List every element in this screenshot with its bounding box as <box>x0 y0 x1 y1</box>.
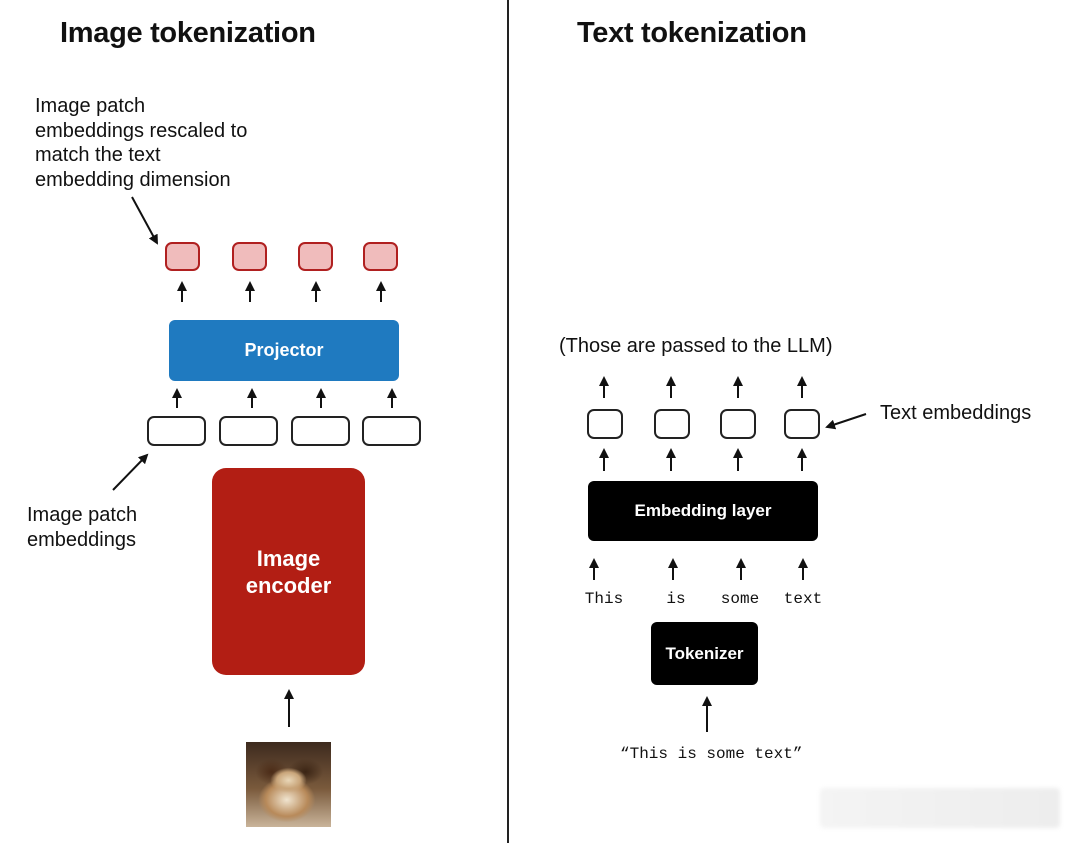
rescaled-embeddings-annotation: Image patch embeddings rescaled to match… <box>35 94 247 192</box>
image-patch-embedding <box>147 416 206 446</box>
projected-patch-embedding <box>165 242 200 271</box>
projected-patch-embedding <box>363 242 398 271</box>
annotation-line: embeddings <box>27 528 136 551</box>
annotation-pointer <box>131 196 158 245</box>
projector-label: Projector <box>244 340 324 360</box>
text-embeddings-label: Text embeddings <box>880 402 1032 424</box>
embedding-layer-block: Embedding layer <box>588 481 818 541</box>
encoder-label-line: Image <box>256 545 321 571</box>
annotation-line: match the text <box>35 144 161 166</box>
annotation-line: Image patch <box>35 95 146 117</box>
projector-block: Projector <box>169 320 399 381</box>
image-patch-embedding <box>219 416 278 446</box>
image-patch-embedding <box>291 416 350 446</box>
projected-patch-embedding <box>232 242 267 271</box>
patch-embeddings-annotation: Image patch embeddings <box>27 503 137 552</box>
projected-patch-embedding <box>298 242 333 271</box>
watermark <box>820 788 1060 828</box>
annotation-line: embeddings rescaled to <box>35 119 248 142</box>
annotation-pointer <box>825 413 867 430</box>
passed-to-llm-note: (Those are passed to the LLM) <box>559 335 833 357</box>
image-encoder-block: Image encoder <box>212 468 365 675</box>
embedding-layer-label: Embedding layer <box>634 501 772 520</box>
panel-divider <box>507 0 509 843</box>
cat-photo <box>246 742 331 827</box>
text-embedding <box>784 409 820 439</box>
text-tokenization-title: Text tokenization <box>577 17 807 49</box>
word-token: is <box>666 590 686 608</box>
tokenizer-label: Tokenizer <box>665 643 744 663</box>
text-embedding <box>587 409 623 439</box>
image-patch-embedding <box>362 416 421 446</box>
input-text: “This is some text” <box>620 745 803 763</box>
word-token: This <box>584 590 624 608</box>
annotation-line: embedding dimension <box>35 168 231 191</box>
word-token: some <box>720 590 760 608</box>
text-embedding <box>720 409 756 439</box>
image-tokenization-title: Image tokenization <box>60 17 316 49</box>
annotation-line: Image patch <box>27 504 138 526</box>
tokenizer-block: Tokenizer <box>651 622 758 685</box>
text-embedding <box>654 409 690 439</box>
word-token: text <box>783 590 823 608</box>
annotation-pointer <box>112 453 149 491</box>
encoder-label-line: encoder <box>245 572 332 598</box>
